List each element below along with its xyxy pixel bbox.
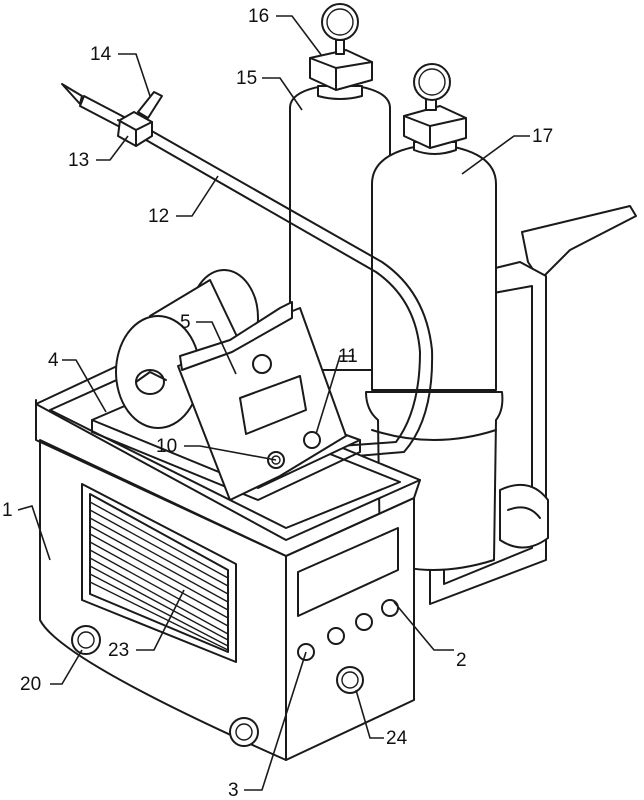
label-13: 13 bbox=[68, 150, 89, 171]
label-17: 17 bbox=[532, 126, 553, 147]
reference-labels: 1 2 3 4 5 10 11 12 13 14 15 16 17 20 23 … bbox=[2, 6, 553, 800]
gas-cylinder-17 bbox=[365, 141, 504, 571]
label-2: 2 bbox=[456, 650, 467, 671]
label-11: 11 bbox=[338, 346, 358, 367]
label-10: 10 bbox=[156, 436, 177, 457]
main-knob-24 bbox=[336, 666, 364, 694]
label-12: 12 bbox=[148, 206, 169, 227]
label-3: 3 bbox=[228, 780, 239, 800]
label-16: 16 bbox=[248, 6, 269, 27]
feeder-housing-5 bbox=[177, 301, 347, 501]
control-panel-2 bbox=[297, 527, 399, 694]
label-24: 24 bbox=[386, 728, 408, 749]
label-23: 23 bbox=[108, 640, 129, 661]
wheels-20 bbox=[71, 625, 259, 747]
leader-lines bbox=[17, 15, 530, 791]
adjust-knob-11 bbox=[303, 431, 321, 449]
label-4: 4 bbox=[48, 350, 59, 371]
louver-vent-23 bbox=[81, 483, 237, 663]
label-20: 20 bbox=[20, 674, 41, 695]
pressure-gauge-17 bbox=[403, 63, 467, 149]
torch-hose-12 bbox=[145, 129, 434, 463]
torch-trigger-14 bbox=[137, 91, 163, 119]
welding-torch-tip bbox=[61, 83, 127, 129]
label-15: 15 bbox=[236, 68, 257, 89]
label-14: 14 bbox=[90, 44, 112, 65]
label-1: 1 bbox=[2, 500, 13, 521]
pressure-gauge-16 bbox=[309, 3, 373, 91]
label-5: 5 bbox=[180, 312, 191, 333]
